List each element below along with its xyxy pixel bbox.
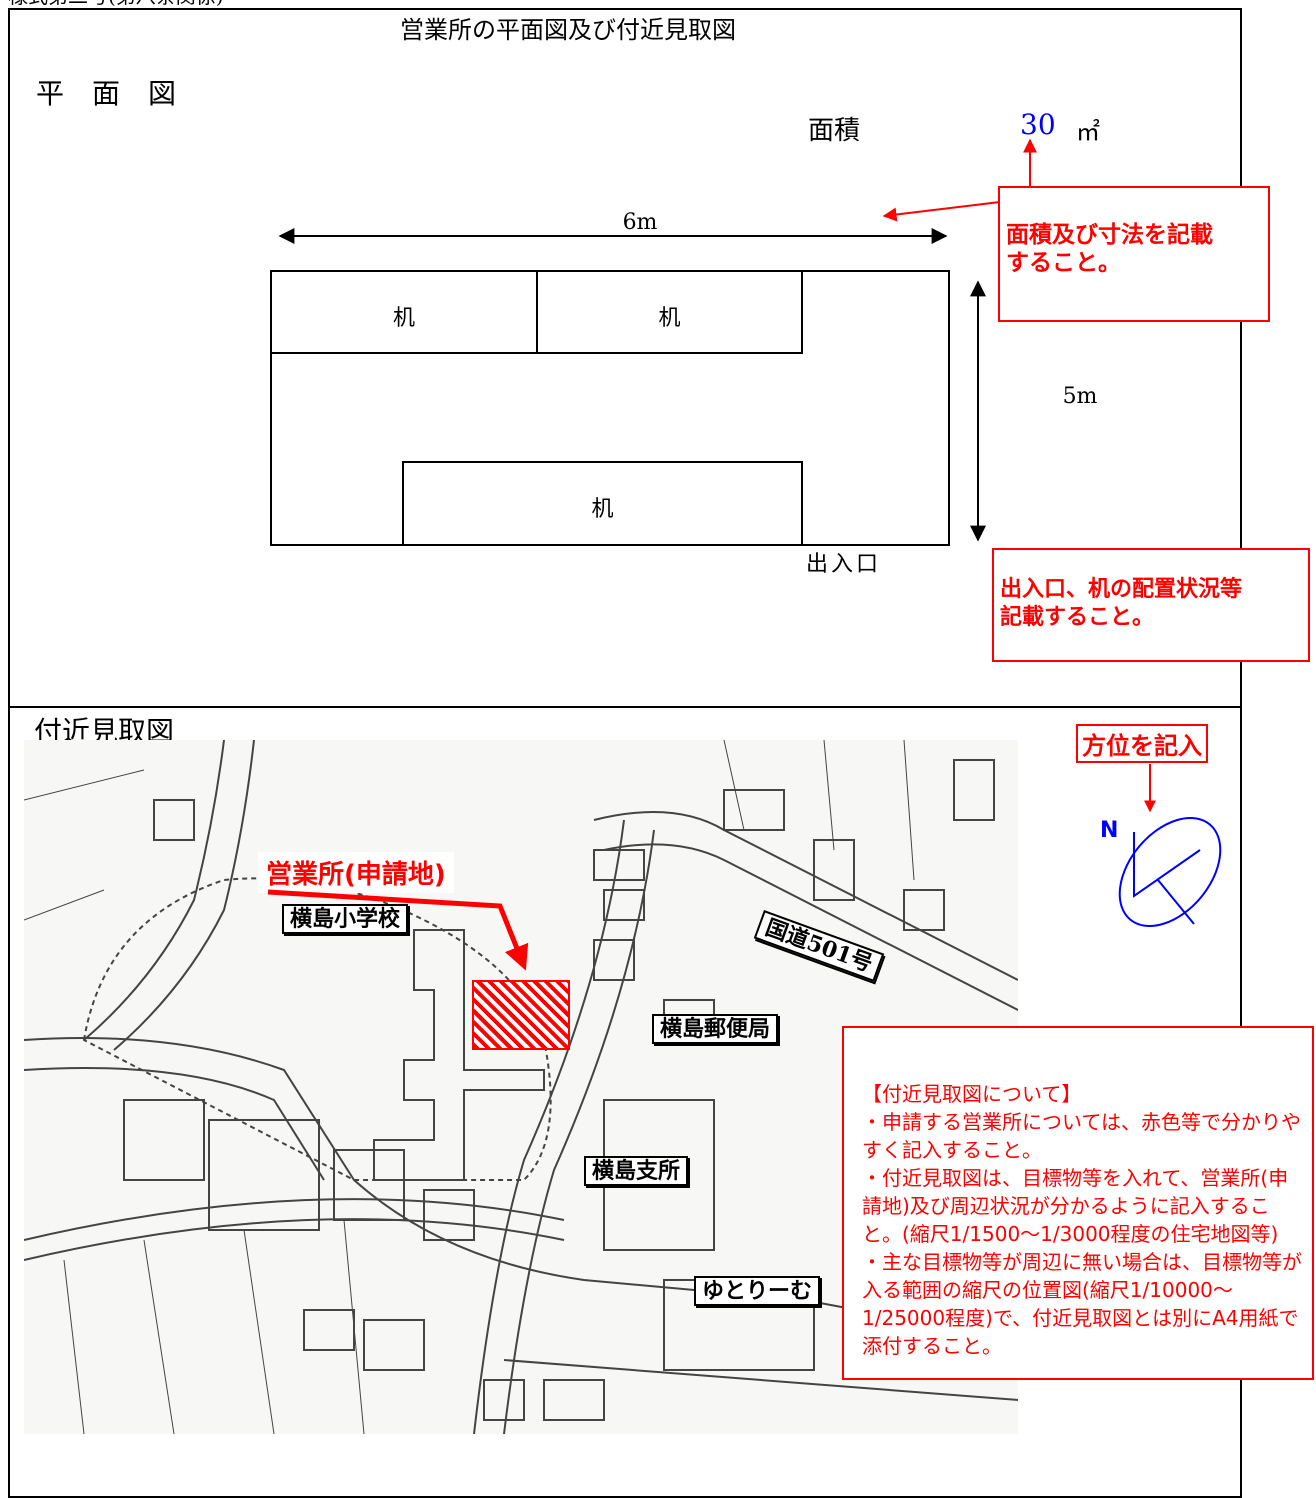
entrance-label: 出入口 [806, 552, 882, 577]
layout-callout-text: 出入口、机の配置状況等記載すること。 [1000, 577, 1243, 630]
road [24, 1198, 565, 1241]
building [303, 1309, 355, 1351]
desk-label: 机 [591, 497, 614, 522]
building [543, 1379, 605, 1421]
road [473, 819, 625, 1434]
building [603, 889, 645, 921]
building [208, 1119, 320, 1231]
area-value: 30 [1020, 108, 1056, 141]
desk-1: 机 [270, 270, 538, 354]
map-label-branch: 横島支所 [584, 1156, 689, 1187]
map-label-school: 横島小学校 [282, 904, 409, 935]
compass-circle [1118, 816, 1222, 928]
area-label: 面積 [808, 116, 861, 146]
school-boundary [82, 877, 552, 1181]
section-divider [8, 706, 1242, 708]
notes-callout: 【付近見取図について】 ・申請する営業所については、赤色等で分かりやすく記入する… [842, 1026, 1314, 1380]
building [423, 1189, 475, 1241]
desk-2: 机 [536, 270, 803, 354]
road [24, 1067, 325, 1181]
building [153, 799, 195, 841]
building [363, 1319, 425, 1371]
building [483, 1379, 525, 1421]
building [373, 929, 545, 1181]
north-indicator [1118, 764, 1222, 928]
width-label: 6m [622, 210, 658, 235]
building [333, 1149, 405, 1221]
building [593, 939, 635, 981]
road [503, 829, 655, 1434]
building [123, 1099, 205, 1181]
office-marker [472, 980, 570, 1050]
building [593, 849, 645, 881]
note-item: ・申請する営業所については、赤色等で分かりやすく記入すること。 [862, 1110, 1301, 1162]
map-label-post-office: 横島郵便局 [652, 1014, 779, 1045]
floor-plan-title: 平 面 図 [36, 77, 177, 110]
road [593, 811, 1018, 981]
building [723, 789, 785, 831]
direction-callout: 方位を記入 [1076, 724, 1208, 763]
depth-label: 5m [1062, 384, 1098, 409]
office-leader [267, 889, 529, 971]
building [813, 839, 855, 901]
desk-label: 机 [658, 306, 681, 331]
road [24, 1218, 565, 1261]
road [113, 740, 255, 1051]
layout-callout: 出入口、机の配置状況等記載すること。 [992, 548, 1310, 662]
field-line [24, 740, 915, 1434]
road [83, 740, 225, 1041]
area-unit: ㎡ [1076, 118, 1100, 146]
compass-needle [1133, 832, 1201, 925]
callout-arrow-to-width [882, 201, 1001, 222]
clipped-header: 様式第二号(第八条関係) [8, 0, 224, 6]
dimensions-callout: 面積及び寸法を記載すること。 [998, 186, 1270, 322]
note-item: ・主な目標物等が周辺に無い場合は、目標物等が入る範囲の縮尺の位置図(縮尺1/10… [862, 1250, 1302, 1358]
desk-3: 机 [402, 461, 803, 546]
office-label: 営業所(申請地) [258, 852, 454, 893]
note-item: ・付近見取図は、目標物等を入れて、営業所(申請地)及び周辺状況が分かるように記入… [862, 1166, 1289, 1246]
document-title: 営業所の平面図及び付近見取図 [400, 16, 736, 44]
floor-plan-dimensions [278, 138, 1037, 542]
north-label: N [1100, 818, 1119, 843]
road [503, 1359, 1018, 1401]
dimensions-callout-text: 面積及び寸法を記載すること。 [1006, 222, 1213, 276]
map-drawing [24, 740, 1018, 1434]
building [903, 889, 945, 931]
desk-label: 机 [392, 306, 415, 331]
road [603, 843, 1018, 1011]
building [953, 759, 995, 821]
map-label-facility: ゆとりーむ [694, 1276, 821, 1307]
notes-title: 【付近見取図について】 [862, 1082, 1082, 1106]
